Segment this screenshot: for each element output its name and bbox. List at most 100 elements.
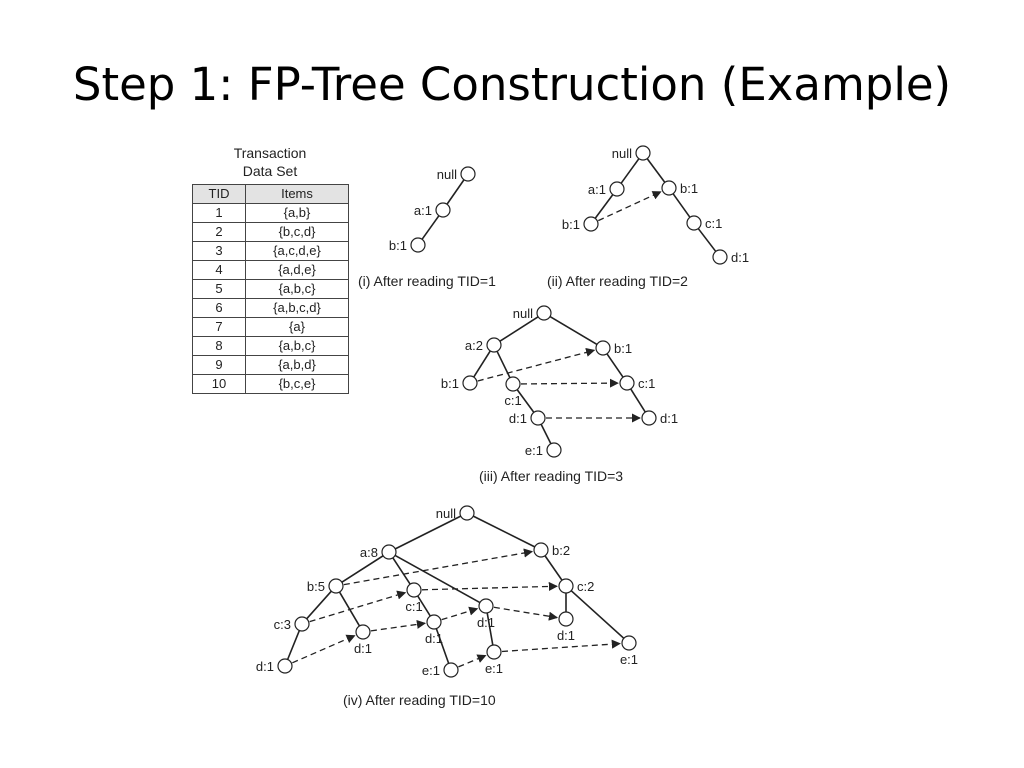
node-label: c:3	[274, 617, 291, 632]
tree-caption: (iii) After reading TID=3	[479, 468, 623, 484]
node-link-arrow	[309, 590, 407, 623]
node-label: a:1	[588, 182, 606, 197]
tree-node	[460, 166, 476, 182]
items-cell: {a,d,e}	[245, 260, 349, 280]
tree-node	[486, 644, 502, 660]
tree-edge	[473, 350, 491, 378]
tree-node	[558, 578, 574, 594]
node-label: null	[436, 506, 456, 521]
column-header-tid: TID	[192, 184, 246, 204]
tree-node	[355, 624, 371, 640]
table-row: 4{a,d,e}	[192, 260, 349, 280]
node-label: e:1	[525, 443, 543, 458]
tree-node	[712, 249, 728, 265]
tree-edge	[606, 353, 624, 378]
tree-node	[443, 662, 459, 678]
node-label: c:1	[705, 216, 722, 231]
node-label: d:1	[660, 411, 678, 426]
tree-edge	[394, 554, 481, 604]
node-label: d:1	[354, 641, 372, 656]
node-label: b:1	[680, 181, 698, 196]
node-label: b:1	[389, 238, 407, 253]
tree-node	[609, 181, 625, 197]
slide-title: Step 1: FP-Tree Construction (Example)	[72, 58, 952, 111]
tree-node	[583, 216, 599, 232]
node-label: d:1	[557, 628, 575, 643]
tree-edge	[446, 179, 465, 205]
tid-cell: 10	[192, 374, 246, 394]
items-cell: {a,b,c}	[245, 279, 349, 299]
node-label: d:1	[256, 659, 274, 674]
tree-node	[328, 578, 344, 594]
node-link-arrow	[493, 606, 559, 621]
items-cell: {b,c,e}	[245, 374, 349, 394]
node-link-arrow	[343, 548, 534, 586]
tree-node	[406, 582, 422, 598]
node-label: b:5	[307, 579, 325, 594]
node-link-arrow	[597, 191, 662, 222]
node-label: b:1	[562, 217, 580, 232]
node-label: null	[513, 306, 533, 321]
node-label: null	[437, 167, 457, 182]
transaction-table: TID Items 1{a,b} 2{b,c,d} 3{a,c,d,e} 4{a…	[192, 184, 349, 394]
table-row: 9{a,b,d}	[192, 355, 349, 375]
node-label: e:1	[485, 661, 503, 676]
node-link-arrow	[458, 654, 487, 668]
tree-edge	[286, 630, 301, 660]
tree-edge	[306, 590, 332, 620]
tree-edge	[594, 194, 614, 219]
tree-edge	[672, 193, 691, 218]
tree-caption: (ii) After reading TID=2	[547, 273, 688, 289]
tree-edge	[540, 423, 552, 445]
tree-edge	[544, 555, 563, 581]
node-label: c:1	[504, 393, 521, 408]
node-label: c:2	[577, 579, 594, 594]
node-label: b:1	[614, 341, 632, 356]
tree-node	[462, 375, 478, 391]
node-link-arrow	[477, 347, 596, 382]
tree-node	[530, 410, 546, 426]
table-row: 6{a,b,c,d}	[192, 298, 349, 318]
tree-edge	[417, 595, 431, 617]
tree-node	[558, 611, 574, 627]
node-link-arrow	[370, 619, 426, 632]
tree-node	[459, 505, 475, 521]
tree-edge	[697, 228, 717, 252]
tree-edge	[570, 590, 625, 639]
table-caption-line-2: Data Set	[242, 163, 298, 179]
table-row: 10{b,c,e}	[192, 374, 349, 394]
node-label: d:1	[731, 250, 749, 265]
tree-node	[635, 145, 651, 161]
tree-node	[381, 544, 397, 560]
tree-edge	[435, 628, 450, 664]
tree-node	[426, 614, 442, 630]
tree-node	[533, 542, 549, 558]
table-row: 3{a,c,d,e}	[192, 241, 349, 261]
tree-edge	[341, 555, 384, 583]
node-label: d:1	[509, 411, 527, 426]
tree-edge	[392, 557, 411, 585]
node-label: c:1	[405, 599, 422, 614]
node-label: a:8	[360, 545, 378, 560]
tree-node	[478, 598, 494, 614]
node-link-arrow	[421, 581, 558, 592]
tree-edge	[499, 316, 539, 342]
column-header-items: Items	[245, 184, 349, 204]
node-label: e:1	[422, 663, 440, 678]
tree-edge	[646, 158, 666, 183]
tree-node	[410, 237, 426, 253]
tree-node	[619, 375, 635, 391]
tree-node	[661, 180, 677, 196]
tree-edge	[630, 388, 646, 413]
tree-edge	[486, 612, 494, 646]
node-link-arrow	[520, 378, 619, 388]
tree-node	[435, 202, 451, 218]
tree-caption: (iv) After reading TID=10	[343, 692, 496, 708]
tree-edge	[549, 315, 598, 346]
tree-node	[641, 410, 657, 426]
node-label: d:1	[425, 631, 443, 646]
